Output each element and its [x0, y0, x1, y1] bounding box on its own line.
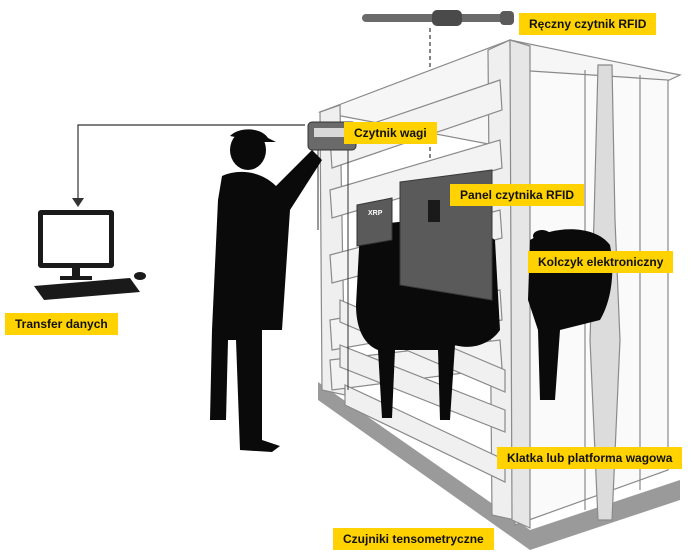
person-silhouette: [210, 129, 322, 452]
monitor-screen: [43, 215, 109, 263]
handheld-reader: [362, 10, 514, 26]
computer: [34, 210, 146, 300]
scale-unit-logo: XRP: [368, 210, 383, 217]
scale-unit: XRP: [356, 197, 393, 247]
keyboard: [34, 278, 140, 300]
label-cage-platform: Klatka lub platforma wagowa: [497, 447, 683, 469]
leader-line-transfer: [77, 124, 305, 200]
mouse: [134, 272, 146, 280]
label-load-cells: Czujniki tensometryczne: [333, 528, 494, 550]
label-handheld-reader: Ręczny czytnik RFID: [519, 13, 657, 35]
label-data-transfer: Transfer danych: [5, 313, 118, 335]
label-scale-reader: Czytnik wagi: [344, 122, 437, 144]
label-rfid-panel: Panel czytnika RFID: [450, 184, 585, 206]
arrow-down-icon: [72, 198, 84, 207]
label-ear-tag: Kolczyk elektroniczny: [528, 251, 674, 273]
